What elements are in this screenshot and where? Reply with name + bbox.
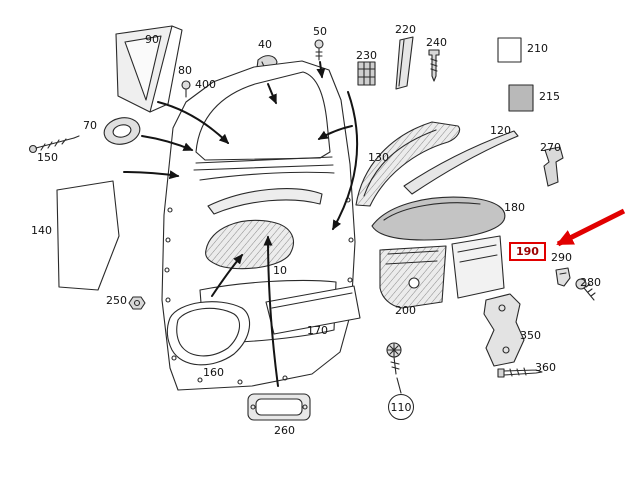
part-label-90[interactable]: 90 bbox=[145, 33, 159, 46]
part-150-screw-pin bbox=[28, 135, 80, 154]
arrow-window-sheet bbox=[123, 170, 180, 180]
part-label-110[interactable]: 110 bbox=[388, 394, 414, 420]
part-180-armrest bbox=[371, 196, 506, 241]
part-280-screw bbox=[575, 278, 596, 301]
part-label-50[interactable]: 50 bbox=[313, 25, 327, 38]
part-label-160[interactable]: 160 bbox=[203, 366, 224, 379]
part-240-screw bbox=[428, 49, 440, 82]
assembly-arrows bbox=[123, 61, 359, 387]
part-label-350[interactable]: 350 bbox=[520, 329, 541, 342]
part-label-200[interactable]: 200 bbox=[395, 304, 416, 317]
part-140-window-sheet bbox=[56, 180, 120, 291]
arrow-handle bbox=[267, 83, 277, 105]
part-label-10[interactable]: 10 bbox=[273, 264, 287, 277]
arrow-screw-50 bbox=[316, 61, 326, 79]
part-110-screw bbox=[386, 342, 402, 394]
part-label-110-text: 110 bbox=[390, 400, 412, 414]
part-label-210[interactable]: 210 bbox=[527, 42, 548, 55]
arrow-pocket bbox=[211, 253, 243, 297]
part-label-190-highlighted[interactable]: 190 bbox=[509, 242, 546, 261]
part-label-120[interactable]: 120 bbox=[490, 124, 511, 137]
part-215-pad bbox=[508, 84, 534, 112]
part-200-lower-panel bbox=[379, 245, 447, 309]
part-label-260[interactable]: 260 bbox=[274, 424, 295, 437]
part-label-130[interactable]: 130 bbox=[368, 151, 389, 164]
part-290-clip bbox=[555, 267, 571, 287]
part-50-screw bbox=[314, 39, 324, 61]
part-label-240[interactable]: 240 bbox=[426, 36, 447, 49]
part-label-290[interactable]: 290 bbox=[551, 251, 572, 264]
part-label-360[interactable]: 360 bbox=[535, 361, 556, 374]
part-label-220[interactable]: 220 bbox=[395, 23, 416, 36]
part-label-180[interactable]: 180 bbox=[504, 201, 525, 214]
part-130-frame-trim bbox=[355, 121, 461, 207]
part-label-230[interactable]: 230 bbox=[356, 49, 377, 62]
part-70-speaker-cover bbox=[103, 117, 141, 145]
arrow-right-sweep bbox=[332, 91, 359, 231]
arrow-frame-trim bbox=[317, 125, 353, 140]
part-label-270[interactable]: 270 bbox=[540, 141, 561, 154]
part-360-screw-pin bbox=[497, 367, 543, 378]
part-210-pad bbox=[497, 37, 522, 63]
part-label-70[interactable]: 70 bbox=[83, 119, 97, 132]
part-label-400[interactable]: 400 bbox=[195, 78, 216, 91]
part-label-190-text: 190 bbox=[516, 245, 539, 258]
part-220-trim-strip bbox=[395, 36, 414, 90]
part-label-150[interactable]: 150 bbox=[37, 151, 58, 164]
part-label-250[interactable]: 250 bbox=[106, 294, 127, 307]
highlight-arrow bbox=[556, 208, 626, 247]
arrow-speaker bbox=[141, 135, 194, 151]
part-label-80[interactable]: 80 bbox=[178, 64, 192, 77]
part-350-bracket bbox=[483, 293, 525, 367]
part-label-140[interactable]: 140 bbox=[31, 224, 52, 237]
part-label-215[interactable]: 215 bbox=[539, 90, 560, 103]
part-260-bracket-plate bbox=[247, 393, 311, 421]
part-label-280[interactable]: 280 bbox=[580, 276, 601, 289]
part-120-window-molding bbox=[403, 130, 519, 195]
part-270-bracket bbox=[543, 146, 564, 187]
arrow-mirror-trim bbox=[157, 101, 230, 145]
part-label-170[interactable]: 170 bbox=[307, 324, 328, 337]
part-190-trim-panel bbox=[451, 235, 505, 299]
part-250-nut bbox=[128, 296, 146, 310]
part-160-door-pocket bbox=[166, 301, 251, 366]
part-label-40[interactable]: 40 bbox=[258, 38, 272, 51]
part-80-clip bbox=[181, 80, 191, 98]
arrow-bottom-up bbox=[263, 235, 279, 387]
part-90-mirror-triangle-trim bbox=[115, 25, 183, 113]
part-230-switch-block bbox=[357, 61, 376, 86]
